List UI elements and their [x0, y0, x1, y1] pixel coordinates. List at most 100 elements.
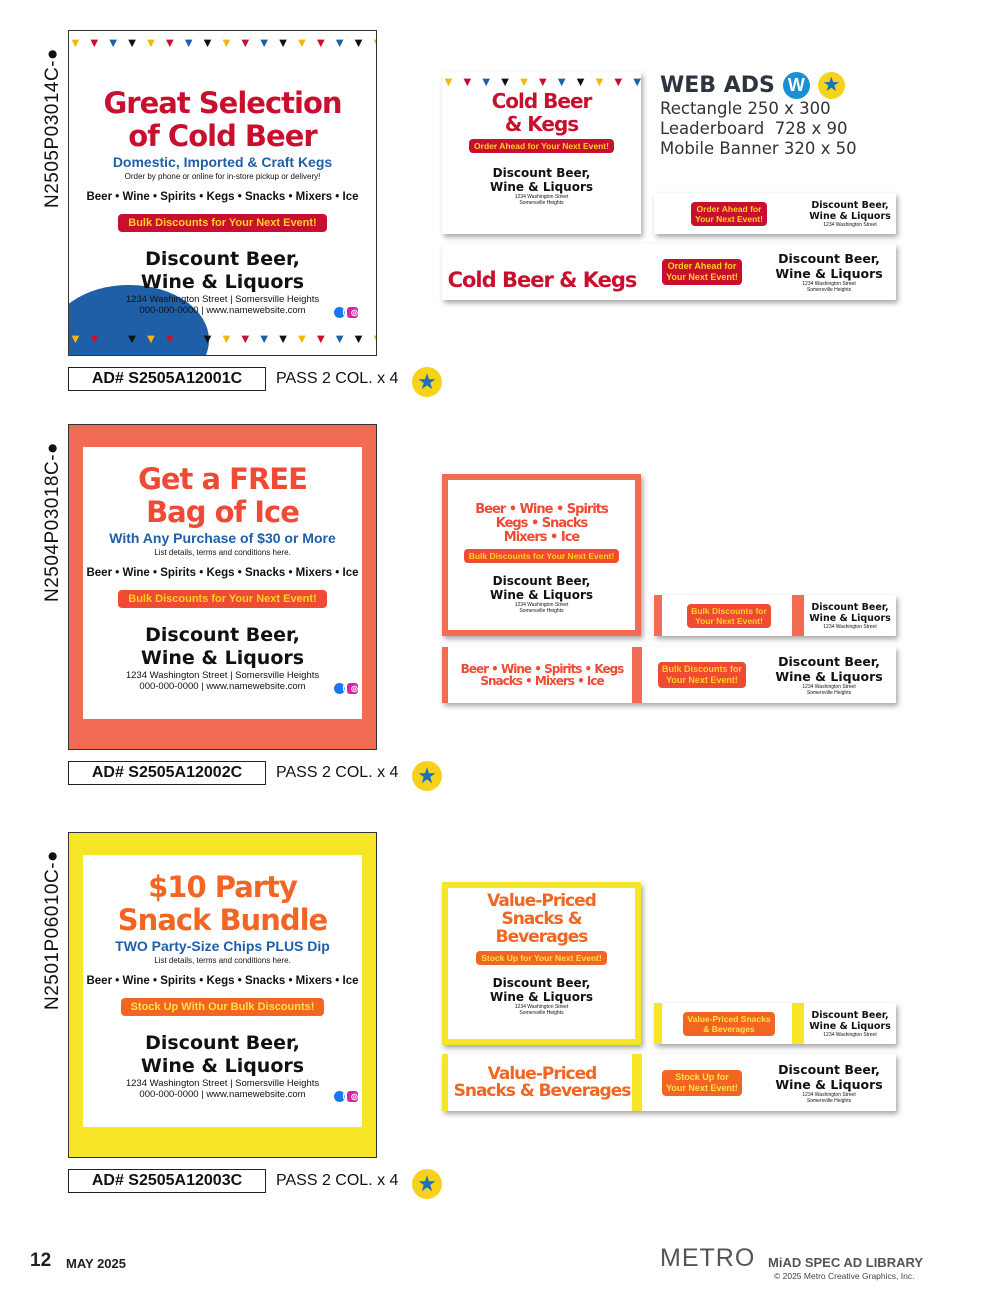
- leader-pill-line-2: Your Next Event!: [666, 272, 738, 282]
- mobile-banner-web-ad: Bulk Discounts for Your Next Event! Disc…: [654, 595, 896, 636]
- rect-headline-2: & Kegs: [504, 112, 579, 136]
- rect-headline-1: Value-Priced: [487, 891, 597, 911]
- leader-address-2: Somersville Heights: [806, 690, 852, 696]
- print-headline-2: Bag of Ice: [146, 495, 300, 529]
- ad-code-vertical: N2504P03018C-●: [42, 441, 63, 602]
- star-icon: ★: [412, 761, 442, 791]
- rect-promo-pill: Bulk Discounts for Your Next Event!: [463, 549, 620, 563]
- leader-pill-line-1: Stock Up for: [675, 1071, 729, 1082]
- print-store-name-2: Wine & Liquors: [140, 1055, 305, 1077]
- print-subhead: TWO Party-Size Chips PLUS Dip: [115, 938, 330, 954]
- print-headline-1: Get a FREE: [138, 462, 308, 496]
- print-subhead: Domestic, Imported & Craft Kegs: [112, 154, 333, 170]
- ad-number: AD# S2505A12001C: [68, 367, 266, 391]
- rect-store-name-2: Wine & Liquors: [489, 180, 594, 194]
- print-product-list: Beer • Wine • Spirits • Kegs • Snacks • …: [86, 567, 359, 579]
- print-ad: $10 Party Snack Bundle TWO Party-Size Ch…: [68, 832, 377, 1158]
- print-headline-1: $10 Party: [148, 870, 298, 904]
- print-subhead: With Any Purchase of $30 or More: [109, 530, 336, 546]
- rect-address-2: Somersville Heights: [519, 608, 564, 614]
- mobile-banner-web-ad: Order Ahead for Your Next Event! Discoun…: [654, 193, 896, 234]
- rect-headline-2: Snacks &: [501, 909, 582, 929]
- leader-pill-line-1: Bulk Discounts for: [661, 664, 742, 674]
- ad-number: AD# S2505A12002C: [68, 761, 266, 785]
- ad-code-vertical: N2505P03014C-●: [42, 47, 63, 208]
- print-fine-print: Order by phone or online for in-store pi…: [124, 172, 321, 181]
- rect-store-name-2: Wine & Liquors: [489, 588, 594, 602]
- rect-store-name-1: Discount Beer,: [492, 574, 591, 588]
- leader-headline-2: Snacks & Beverages: [453, 1080, 632, 1101]
- print-product-list: Beer • Wine • Spirits • Kegs • Snacks • …: [86, 191, 359, 203]
- pass-info: PASS 2 COL. x 4: [276, 370, 399, 387]
- web-ad-size-leaderboard: Leaderboard 728 x 90: [660, 119, 848, 138]
- star-icon: ★: [412, 367, 442, 397]
- mobile-store-name-2: Wine & Liquors: [809, 210, 891, 222]
- instagram-icon: ◎: [347, 683, 358, 694]
- leader-store-name-2: Wine & Liquors: [775, 669, 883, 684]
- print-promo-pill: Bulk Discounts for Your Next Event!: [118, 214, 327, 232]
- bunting-decoration: ▼▼▼▼▼▼▼▼▼▼▼▼▼▼▼▼▼▼▼▼▼▼▼▼: [69, 35, 376, 49]
- print-address: 1234 Washington Street | Somersville Hei…: [125, 294, 320, 305]
- rect-address-1: 1234 Washington Street: [514, 1004, 569, 1010]
- leader-store-name-1: Discount Beer,: [778, 1061, 880, 1077]
- instagram-icon: ◎: [347, 1091, 358, 1102]
- leader-pill-line-2: Your Next Event!: [666, 1082, 738, 1093]
- rect-headline-3: Mixers • Ice: [503, 530, 580, 545]
- star-badge-icon: ★: [817, 72, 845, 99]
- issue-date: MAY 2025: [66, 1256, 126, 1271]
- rect-headline-1: Cold Beer: [491, 89, 593, 113]
- print-store-name-2: Wine & Liquors: [140, 271, 305, 293]
- leader-headline-1: Beer • Wine • Spirits • Kegs: [460, 662, 625, 676]
- rect-address-2: Somersville Heights: [519, 1010, 564, 1016]
- print-headline-1: Great Selection: [103, 86, 342, 120]
- print-ad: Get a FREE Bag of Ice With Any Purchase …: [68, 424, 377, 750]
- print-promo-pill: Stock Up With Our Bulk Discounts!: [120, 998, 325, 1016]
- web-ad-size-rectangle: Rectangle 250 x 300: [660, 99, 831, 118]
- mobile-promo-pill: Order Ahead for Your Next Event!: [691, 201, 767, 226]
- rect-address-1: 1234 Washington Street: [514, 602, 569, 608]
- mobile-pill-line-2: Your Next Event!: [695, 213, 763, 224]
- print-store-name-1: Discount Beer,: [145, 248, 300, 270]
- leader-headline-1: Value-Priced: [487, 1063, 598, 1084]
- facebook-icon: f: [334, 1091, 345, 1102]
- rect-store-name-2: Wine & Liquors: [489, 990, 594, 1004]
- print-headline-2: Snack Bundle: [117, 903, 328, 937]
- leader-address-1: 1234 Washington Street: [802, 684, 856, 690]
- rect-promo-pill: Order Ahead for Your Next Event!: [469, 139, 614, 153]
- copyright: © 2025 Metro Creative Graphics, Inc.: [774, 1271, 915, 1281]
- leaderboard-web-ad: Cold Beer & Kegs Order Ahead for Your Ne…: [442, 244, 896, 300]
- rect-promo-pill: Stock Up for Your Next Event!: [476, 951, 607, 965]
- leader-promo-pill: Order Ahead for Your Next Event!: [662, 259, 742, 285]
- ad-number: AD# S2505A12003C: [68, 1169, 266, 1193]
- mobile-address: 1234 Washington Street: [823, 1031, 877, 1038]
- mobile-store-name-1: Discount Beer,: [811, 601, 889, 613]
- rect-headline-3: Beverages: [495, 927, 589, 947]
- leader-headline-2: Snacks • Mixers • Ice: [480, 674, 604, 688]
- leader-address-2: Somersville Heights: [806, 1097, 852, 1104]
- print-contact: 000-000-0000 | www.namewebsite.com: [139, 681, 306, 692]
- pass-info: PASS 2 COL. x 4: [276, 1172, 399, 1189]
- mobile-pill-line-1: Bulk Discounts for: [691, 605, 767, 616]
- print-fine-print: List details, terms and conditions here.: [154, 956, 291, 965]
- instagram-icon: ◎: [347, 307, 358, 318]
- rectangle-web-ad: ▼▼▼▼▼▼▼▼▼▼▼▼▼▼▼▼▼▼▼▼▼▼▼▼ Cold Beer& Kegs…: [442, 72, 641, 234]
- mobile-store-name-1: Discount Beer,: [811, 1009, 889, 1021]
- print-product-list: Beer • Wine • Spirits • Kegs • Snacks • …: [86, 975, 359, 987]
- mobile-address: 1234 Washington Street: [823, 623, 877, 630]
- mobile-store-name-2: Wine & Liquors: [809, 612, 891, 624]
- mobile-promo-pill: Bulk Discounts for Your Next Event!: [687, 603, 771, 628]
- print-fine-print: List details, terms and conditions here.: [154, 548, 291, 557]
- leader-pill-line-2: Your Next Event!: [666, 675, 738, 685]
- web-ads-title: WEB ADS: [660, 73, 775, 98]
- leader-pill-line-1: Order Ahead for: [667, 261, 737, 271]
- leader-address-2: Somersville Heights: [806, 287, 852, 293]
- rect-headline-1: Beer • Wine • Spirits: [475, 502, 609, 517]
- rect-store-name-1: Discount Beer,: [492, 166, 591, 180]
- page-number: 12: [30, 1250, 52, 1271]
- mobile-pill-line-2: Your Next Event!: [695, 615, 763, 626]
- web-badge-icon: W: [782, 72, 810, 99]
- leader-store-name-2: Wine & Liquors: [775, 266, 883, 281]
